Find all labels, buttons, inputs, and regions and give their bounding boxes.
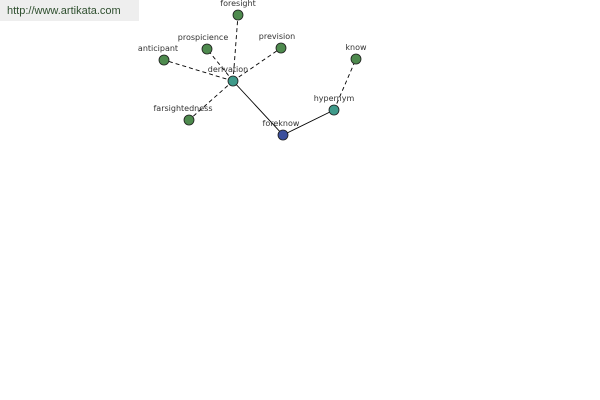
node-hypernym[interactable]: hypernym [314,94,355,116]
node-derivation-label[interactable]: derivation [208,65,248,74]
node-know-label[interactable]: know [345,43,367,52]
node-hypernym-circle[interactable] [328,104,340,116]
edge-derivation-prevision [232,47,282,82]
node-prospicience-label[interactable]: prospicience [178,33,229,42]
node-foreknow-label[interactable]: foreknow [263,119,300,128]
node-anticipant[interactable]: anticipant [138,44,178,66]
node-anticipant-circle[interactable] [158,54,170,66]
node-foreknow-circle[interactable] [277,129,289,141]
node-know[interactable]: know [345,43,367,65]
node-farsightedness-label[interactable]: farsightedness [153,104,212,113]
edge-foreknow-derivation [232,80,284,136]
edge-derivation-farsightedness [188,80,234,121]
node-prospicience-circle[interactable] [201,43,213,55]
edges-layer [163,14,357,136]
source-url[interactable]: http://www.artikata.com [0,0,139,21]
edge-hypernym-know [333,58,357,111]
node-hypernym-label[interactable]: hypernym [314,94,355,103]
nodes-layer: foresight prospicience prevision anticipant… [138,0,367,141]
node-foresight-label[interactable]: foresight [220,0,255,8]
node-farsightedness-circle[interactable] [183,114,195,126]
edge-foreknow-hypernym [282,109,335,136]
node-prospicience[interactable]: prospicience [178,33,229,55]
node-foreknow[interactable]: foreknow [263,119,300,141]
node-prevision-label[interactable]: prevision [259,32,295,41]
edge-derivation-anticipant [163,59,234,82]
node-prevision-circle[interactable] [275,42,287,54]
node-prevision[interactable]: prevision [259,32,295,54]
node-farsightedness[interactable]: farsightedness [153,104,213,126]
node-foresight-circle[interactable] [232,9,244,21]
node-derivation-circle[interactable] [227,75,239,87]
node-anticipant-label[interactable]: anticipant [138,44,178,53]
node-derivation[interactable]: derivation [208,65,248,87]
node-know-circle[interactable] [350,53,362,65]
node-foresight[interactable]: foresight [220,0,256,21]
